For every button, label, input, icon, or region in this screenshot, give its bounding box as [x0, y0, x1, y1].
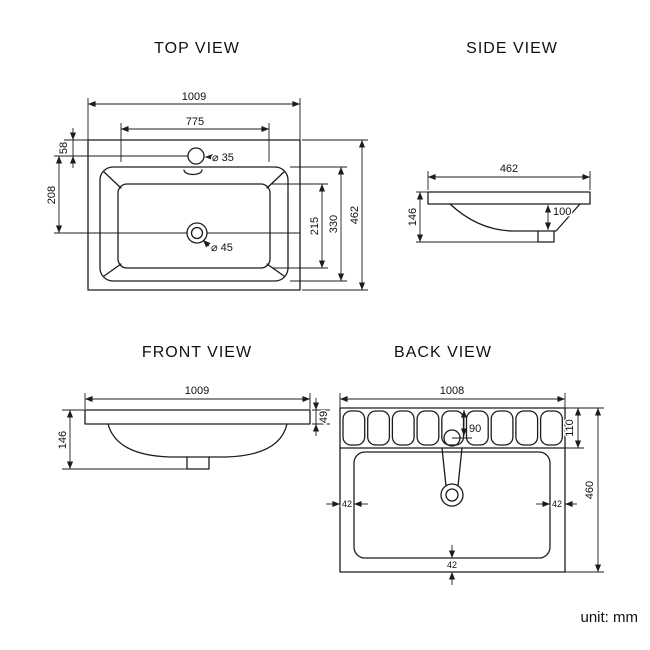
back-dim-inset-right: 42 [552, 499, 562, 509]
top-dim-depth: 462 [349, 206, 361, 224]
back-view: BACK VIEW [326, 344, 604, 585]
front-bowl-profile [107, 423, 288, 458]
top-dim-inner-width: 775 [186, 116, 204, 128]
back-dim-height: 460 [584, 481, 596, 499]
back-funnel-left [441, 447, 447, 487]
back-dim-inset-bottom: 42 [447, 560, 457, 570]
side-dim-height: 146 [407, 208, 419, 226]
back-dim-faucet-offset: 90 [469, 423, 481, 435]
drain-hole-outer [186, 222, 208, 244]
side-view-title: SIDE VIEW [466, 40, 558, 57]
drain-hole-inner [190, 226, 204, 240]
front-dim-height: 146 [57, 431, 69, 449]
side-view: SIDE VIEW 462 146 100 [406, 40, 591, 243]
overflow-slot [183, 169, 203, 176]
top-dim-width: 1009 [182, 91, 206, 103]
top-dim-drain-span: 215 [309, 217, 321, 235]
top-view-title: TOP VIEW [154, 40, 240, 57]
back-rib-scallops [342, 410, 563, 446]
back-dim-band-height: 110 [564, 419, 576, 437]
top-view-dimensions [54, 98, 368, 291]
back-view-outline [339, 407, 566, 573]
back-dim-inset-left: 42 [342, 499, 352, 509]
front-view-title: FRONT VIEW [142, 344, 252, 361]
back-funnel-right [457, 447, 463, 487]
top-dim-basin-depth: 330 [328, 215, 340, 233]
faucet-hole [187, 147, 205, 165]
back-view-dimensions [326, 393, 604, 585]
front-view-dimensions [62, 393, 330, 470]
side-dim-bowl-depth: 100 [553, 206, 571, 218]
top-view: TOP VIEW [45, 40, 368, 291]
top-label-drain-diameter: ⌀ 45 [211, 242, 233, 254]
unit-label: unit: mm [580, 609, 638, 626]
side-dim-depth: 462 [500, 163, 518, 175]
top-view-outline [87, 139, 301, 291]
back-basin-outline [353, 451, 551, 559]
front-view-outline [84, 409, 311, 470]
top-dim-faucet-offset: 58 [58, 142, 70, 154]
back-drain-inner [445, 488, 459, 502]
front-drain-stub [186, 456, 210, 470]
side-view-dimensions [416, 171, 591, 243]
top-dim-faucet-to-drain: 208 [46, 186, 58, 204]
back-view-title: BACK VIEW [394, 344, 492, 361]
front-view: FRONT VIEW 1009 49 146 [56, 344, 332, 470]
top-label-faucet-diameter: ⌀ 35 [212, 152, 234, 164]
side-view-outline [427, 191, 591, 243]
back-drain-outer [440, 483, 464, 507]
back-dim-width: 1008 [440, 385, 464, 397]
front-dim-width: 1009 [185, 385, 209, 397]
front-dim-rim-thickness: 49 [318, 411, 330, 423]
side-bowl-profile [449, 203, 581, 232]
side-drain-stub [537, 230, 555, 243]
